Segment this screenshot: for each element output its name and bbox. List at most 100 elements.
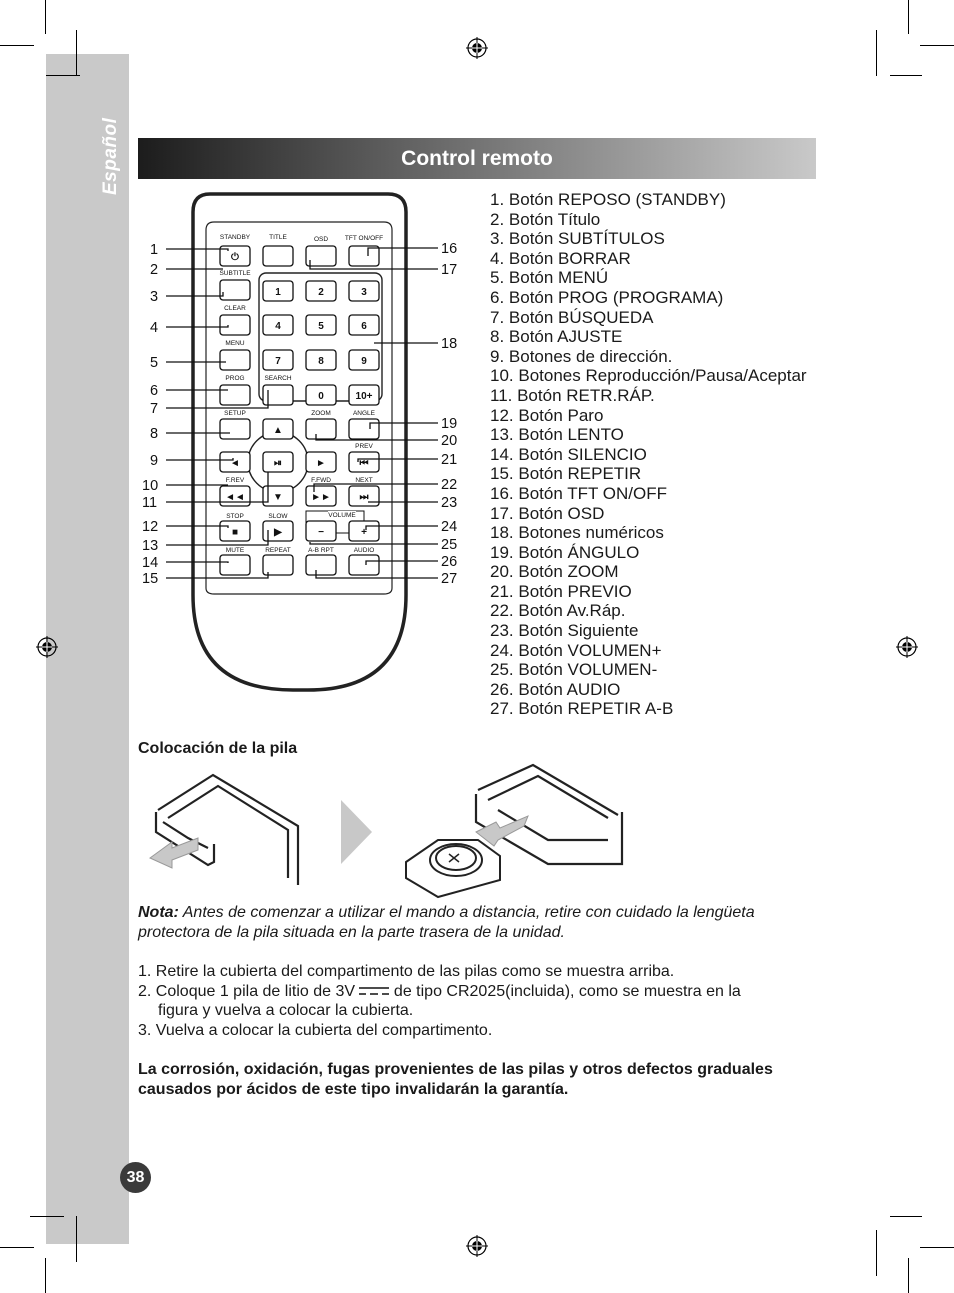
callout-number: 26	[441, 554, 457, 570]
battery-tray	[405, 839, 501, 899]
button-list-item: 3. Botón SUBTÍTULOS	[490, 229, 665, 249]
remote-label-zoom: ZOOM	[311, 410, 331, 417]
remote-label-repeat: REPEAT	[265, 547, 291, 554]
stop-button-glyph: ■	[232, 527, 238, 538]
next-arrow-icon	[341, 800, 372, 864]
callout-line	[166, 390, 269, 409]
callout-number: 4	[150, 320, 158, 336]
slow-button	[262, 520, 294, 542]
dc-symbol-icon	[359, 987, 390, 996]
numpad-key	[348, 314, 380, 336]
page-title: Control remoto	[401, 146, 553, 170]
registration-mark-icon	[466, 37, 488, 59]
button-list-item: 21. Botón PREVIO	[490, 581, 632, 601]
callout-number: 10	[142, 478, 158, 494]
step-2: 2. Coloque 1 pila de litio de 3V de tipo…	[138, 982, 741, 1000]
remote-label-stop: STOP	[226, 513, 244, 520]
button-list-item: 15. Botón REPETIR	[490, 464, 642, 484]
numpad-key	[348, 280, 380, 302]
callout-number: 7	[150, 401, 158, 417]
remote-label-prev: PREV	[355, 443, 373, 450]
remote-label-volume: VOLUME	[328, 512, 356, 519]
button-list-item: 27. Botón REPETIR A-B	[490, 699, 674, 719]
button-list-item: 20. Botón ZOOM	[490, 562, 619, 582]
vol-plus-button-glyph: +	[361, 527, 367, 538]
callout-line	[166, 292, 224, 297]
callout-number: 17	[441, 262, 457, 278]
up-button	[262, 418, 294, 440]
numpad-key-label: 3	[361, 287, 367, 298]
battery-note: Nota: Antes de comenzar a utilizar el ma…	[138, 903, 818, 943]
button-list-item: 10. Botones Reproducción/Pausa/Aceptar	[490, 366, 807, 386]
numpad-key-label: 10+	[356, 391, 373, 402]
callout-number: 3	[150, 289, 158, 305]
callout-line	[166, 248, 229, 251]
button-list-item: 14. Botón SILENCIO	[490, 444, 647, 464]
callout-number: 1	[150, 242, 158, 258]
button-list-item: 2. Botón Título	[490, 209, 601, 229]
remote-label-osd: OSD	[314, 236, 328, 243]
callout-line	[309, 542, 438, 545]
next-button-glyph: ⏭	[360, 492, 369, 503]
vol-minus-button	[305, 520, 337, 542]
registration-mark-icon	[36, 636, 58, 658]
button-list-item: 19. Botón ÁNGULO	[490, 542, 640, 562]
numpad-key	[305, 280, 337, 302]
language-label: Español	[100, 117, 121, 195]
note-text: Antes de comenzar a utilizar el mando a …	[138, 904, 755, 941]
numpad-key	[262, 280, 294, 302]
registration-mark-icon	[466, 1235, 488, 1257]
tft-button	[348, 245, 380, 267]
callout-number: 8	[150, 426, 158, 442]
callout-number: 27	[441, 571, 457, 587]
button-list-item: 24. Botón VOLUMEN+	[490, 640, 662, 660]
numpad-key-label: 6	[361, 321, 367, 332]
button-list-item: 25. Botón VOLUMEN-	[490, 660, 658, 680]
setup-button	[219, 418, 251, 440]
remote-label-angle: ANGLE	[353, 410, 376, 417]
play-button-glyph: ⏯	[274, 458, 282, 469]
callout-number: 20	[441, 433, 457, 449]
battery-installation-diagram	[149, 763, 624, 899]
standby-button-glyph: ⏻	[231, 251, 239, 263]
warranty-warning: La corrosión, oxidación, fugas provenien…	[138, 1061, 773, 1098]
button-list-item: 5. Botón MENÚ	[490, 268, 609, 288]
remote-label-ffwd: F.FWD	[311, 477, 331, 484]
registration-mark-icon	[896, 636, 918, 658]
callout-number: 25	[441, 537, 457, 553]
volume-label-bg	[328, 511, 356, 519]
numpad-key	[305, 349, 337, 371]
menu-button	[219, 349, 251, 371]
callout-line	[365, 560, 438, 565]
callout-line	[166, 525, 229, 528]
remote-label-menu: MENU	[225, 340, 244, 347]
remote-label-prog: PROG	[225, 375, 244, 382]
audio-button	[348, 554, 380, 576]
angle-button	[348, 418, 380, 440]
button-list-item: 23. Botón Siguiente	[490, 621, 639, 641]
step-2-continued: figura y vuelva a colocar la cubierta.	[158, 1002, 414, 1019]
button-list-item: 6. Botón PROG (PROGRAMA)	[490, 287, 724, 307]
numpad-key	[262, 349, 294, 371]
button-list-item: 9. Botones de dirección.	[490, 346, 673, 366]
button-list-item: 1. Botón REPOSO (STANDBY)	[490, 190, 726, 209]
button-list-item: 13. Botón LENTO	[490, 425, 624, 445]
callout-number: 16	[441, 241, 457, 257]
next-button	[348, 485, 380, 507]
numpad-key-label: 7	[275, 356, 281, 367]
remote-label-search: SEARCH	[264, 375, 291, 382]
callout-number: 9	[150, 453, 158, 469]
note-label: Nota:	[138, 904, 179, 921]
numpad-key	[305, 314, 337, 336]
callout-line	[365, 525, 438, 530]
abrpt-button	[305, 554, 337, 576]
remote-label-frev: F.REV	[226, 477, 245, 484]
callout-line	[357, 458, 438, 462]
callout-number: 14	[142, 555, 158, 571]
language-sidebar	[46, 54, 129, 1244]
left-button-glyph: ◄	[230, 458, 240, 469]
button-list-item: 17. Botón OSD	[490, 503, 605, 523]
right-button	[305, 451, 337, 473]
frev-button	[219, 485, 251, 507]
button-list-item: 12. Botón Paro	[490, 405, 604, 425]
